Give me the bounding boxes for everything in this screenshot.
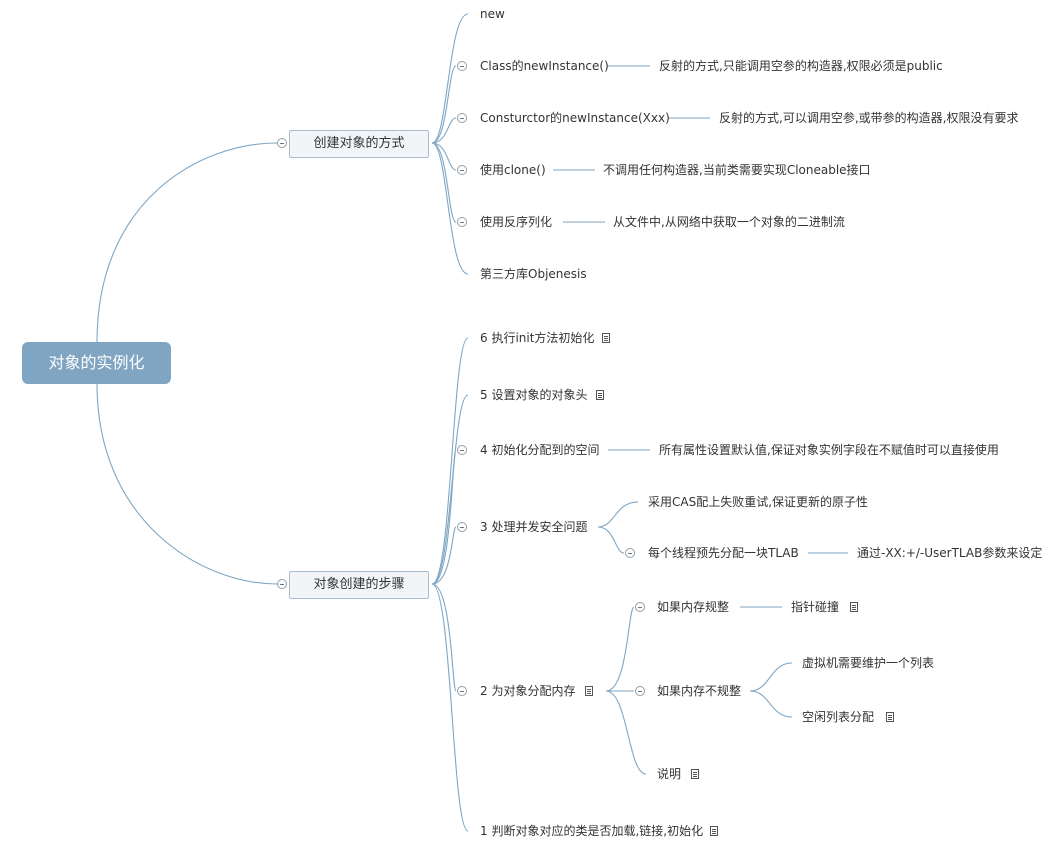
node-step-3-cas[interactable]: 采用CAS配上失败重试,保证更新的原子性 <box>648 495 869 509</box>
note-icon[interactable] <box>850 602 858 612</box>
node-class-newinstance[interactable]: Class的newInstance() <box>480 59 609 73</box>
collapse-minus-icon[interactable] <box>457 686 467 696</box>
node-memory-irregular[interactable]: 如果内存不规整 <box>657 684 742 698</box>
note-icon[interactable] <box>596 390 604 400</box>
note-icon[interactable] <box>710 826 718 836</box>
collapse-minus-icon[interactable] <box>457 445 467 455</box>
node-step-2[interactable]: 2 为对象分配内存 <box>480 684 576 698</box>
note-icon[interactable] <box>585 686 593 696</box>
node-step-3[interactable]: 3 处理并发安全问题 <box>480 520 588 534</box>
node-constructor-newinstance-detail[interactable]: 反射的方式,可以调用空参,或带参的构造器,权限没有要求 <box>719 111 1019 125</box>
node-free-list[interactable]: 空闲列表分配 <box>802 710 875 724</box>
node-deserialization[interactable]: 使用反序列化 <box>480 215 553 229</box>
node-step-1[interactable]: 1 判断对象对应的类是否加载,链接,初始化 <box>480 824 704 838</box>
note-icon[interactable] <box>691 769 699 779</box>
node-deserialization-detail[interactable]: 从文件中,从网络中获取一个对象的二进制流 <box>613 215 845 229</box>
node-step-3-tlab[interactable]: 每个线程预先分配一块TLAB <box>648 546 799 560</box>
branch-creation-methods[interactable]: 创建对象的方式 <box>289 130 429 158</box>
node-step-4[interactable]: 4 初始化分配到的空间 <box>480 443 600 457</box>
note-icon[interactable] <box>602 333 610 343</box>
node-class-newinstance-detail[interactable]: 反射的方式,只能调用空参的构造器,权限必须是public <box>659 59 943 73</box>
root-node[interactable]: 对象的实例化 <box>22 342 171 384</box>
branch-creation-steps[interactable]: 对象创建的步骤 <box>289 571 429 599</box>
node-maintain-list[interactable]: 虚拟机需要维护一个列表 <box>802 656 935 670</box>
node-clone-detail[interactable]: 不调用任何构造器,当前类需要实现Cloneable接口 <box>603 163 871 177</box>
node-step-3-tlab-detail[interactable]: 通过-XX:+/-UserTLAB参数来设定 <box>857 546 1043 560</box>
note-icon[interactable] <box>886 712 894 722</box>
collapse-minus-icon[interactable] <box>625 548 635 558</box>
collapse-minus-icon[interactable] <box>635 686 645 696</box>
collapse-minus-icon[interactable] <box>635 602 645 612</box>
node-constructor-newinstance[interactable]: Consturctor的newInstance(Xxx) <box>480 111 670 125</box>
collapse-minus-icon[interactable] <box>277 138 287 148</box>
node-pointer-bump[interactable]: 指针碰撞 <box>791 600 840 614</box>
collapse-minus-icon[interactable] <box>457 165 467 175</box>
node-step-4-detail[interactable]: 所有属性设置默认值,保证对象实例字段在不赋值时可以直接使用 <box>659 443 999 457</box>
node-step-6[interactable]: 6 执行init方法初始化 <box>480 331 595 345</box>
collapse-minus-icon[interactable] <box>457 217 467 227</box>
collapse-minus-icon[interactable] <box>457 61 467 71</box>
node-step-5[interactable]: 5 设置对象的对象头 <box>480 388 588 402</box>
collapse-minus-icon[interactable] <box>457 522 467 532</box>
node-explanation[interactable]: 说明 <box>657 767 682 781</box>
node-memory-regular[interactable]: 如果内存规整 <box>657 600 730 614</box>
node-new[interactable]: new <box>480 7 505 21</box>
node-clone[interactable]: 使用clone() <box>480 163 546 177</box>
collapse-minus-icon[interactable] <box>277 579 287 589</box>
collapse-minus-icon[interactable] <box>457 113 467 123</box>
node-objenesis[interactable]: 第三方库Objenesis <box>480 267 587 281</box>
